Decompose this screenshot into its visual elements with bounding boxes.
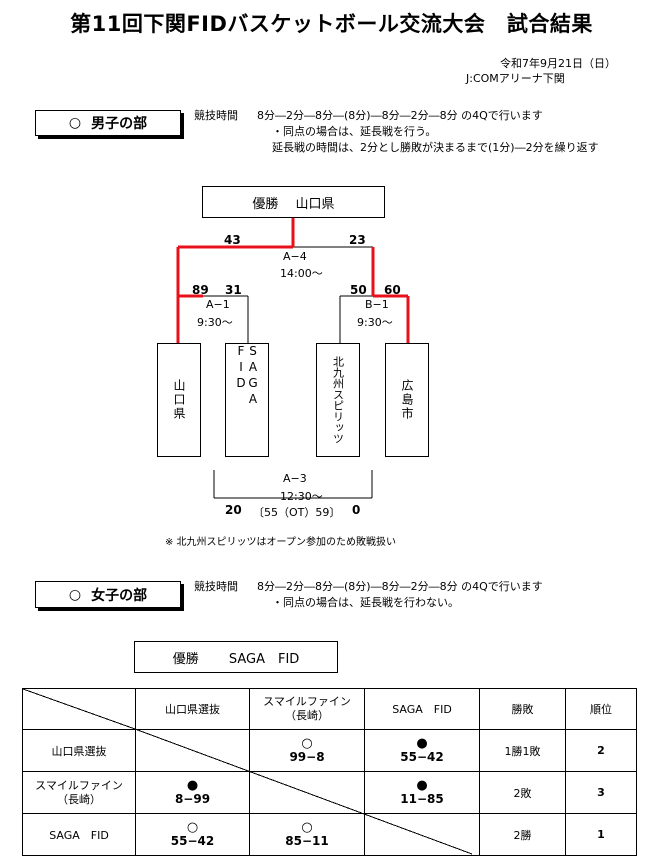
circle-icon: ○ [68,586,82,603]
third-ot-note: 〔55（OT）59〕 [253,506,341,519]
loss-mark: ● [416,777,428,793]
result-score: 55−42 [170,833,215,848]
event-date: 令和7年9月21日（日） [500,57,616,70]
team-name: 広島市 [400,379,414,421]
round-robin-table: 山口県選抜 スマイルファイン （長崎） SAGA FID 勝敗 順位 山口県選抜… [22,688,637,856]
women-section-title: 女子の部 [91,587,148,604]
team-box-yamaguchi: 山口県 [157,343,201,457]
women-champion-box: 優勝 SAGA FID [134,641,338,673]
result-cell: ○55−42 [135,813,250,856]
team-cell: 山口県選抜 [22,729,136,772]
result-score: 55−42 [400,749,444,764]
table-row: スマイルファイン （長崎） ●8−99 ●11−85 2敗 3 [22,771,637,814]
final-time: 14:00〜 [280,267,323,280]
header-cell: 山口県選抜 [135,688,250,730]
result-cell: ○85−11 [249,813,365,856]
team-name: 山口県 [172,379,186,421]
header-cell: スマイルファイン （長崎） [249,688,365,730]
header-cell: 勝敗 [479,688,566,730]
record-cell: 2勝 [479,813,566,856]
rank-cell: 3 [565,771,637,814]
third-right-score: 0 [352,503,361,517]
win-mark: ○ [186,819,199,835]
women-rules-line1: 8分―2分―8分―(8分)―8分―2分―8分 の4Qで行います [257,580,543,593]
team-name: SAGA FID [234,344,260,408]
men-rules-line3: 延長戦の時間は、2分とし勝敗が決まるまで(1分)―2分を繰り返す [272,141,599,154]
final-left-score: 43 [224,233,241,247]
third-time: 12:30〜 [280,490,323,503]
men-rules-line1: 8分―2分―8分―(8分)―8分―2分―8分 の4Qで行います [257,109,543,122]
result-cell: ●55−42 [364,729,480,772]
third-left-score: 20 [225,503,242,517]
semi-a-left-score: 89 [192,283,209,297]
result-score: 99−8 [289,749,325,764]
diagonal-cell [22,688,136,730]
semi-b-left-score: 50 [350,283,367,297]
men-section-label: ○ 男子の部 [35,110,181,136]
win-mark: ● [416,735,428,751]
final-right-score: 23 [349,233,366,247]
event-venue: J:COMアリーナ下関 [466,72,565,85]
women-section-label: ○ 女子の部 [35,581,181,608]
third-code: A−3 [283,472,307,485]
record-cell: 2敗 [479,771,566,814]
rank-cell: 1 [565,813,637,856]
men-rules-line2: ・同点の場合は、延長戦を行う。 [272,125,437,138]
team-name: 北九州スピリッツ [331,356,345,444]
result-score: 8−99 [174,791,211,806]
result-score: 11−85 [400,791,444,806]
win-mark: ○ [301,735,313,751]
diagonal-cell [364,813,480,856]
page-title: 第11回下関FIDバスケットボール交流大会 試合結果 [70,12,593,36]
result-cell: ●8−99 [135,771,250,814]
men-note: ※ 北九州スピリッツはオープン参加のため敗戦扱い [165,537,396,548]
semi-b-right-score: 60 [384,283,401,297]
team-box-hiroshima: 広島市 [385,343,429,457]
result-cell: ●11−85 [364,771,480,814]
table-row: SAGA FID ○55−42 ○85−11 2勝 1 [22,813,637,856]
team-cell: SAGA FID [22,813,136,856]
men-rules-label: 競技時間 [194,109,238,122]
semi-b-code: B−1 [365,298,389,311]
result-score: 85−11 [285,833,329,848]
semi-a-code: A−1 [206,298,230,311]
women-rules-line2: ・同点の場合は、延長戦を行わない。 [272,596,459,609]
table-header-row: 山口県選抜 スマイルファイン （長崎） SAGA FID 勝敗 順位 [22,688,637,730]
semi-b-time: 9:30〜 [357,316,393,329]
rank-cell: 2 [565,729,637,772]
win-mark: ○ [301,819,313,835]
semi-a-right-score: 31 [225,283,242,297]
semi-a-time: 9:30〜 [197,316,233,329]
men-champion-box: 優勝 山口県 [202,186,385,218]
team-box-saga-fid: SAGA FID [225,343,269,457]
circle-icon: ○ [68,115,82,131]
bracket-lines [176,218,410,499]
loss-mark: ● [186,777,199,793]
team-box-kitakyushu: 北九州スピリッツ [316,343,360,457]
women-rules-label: 競技時間 [194,580,238,593]
final-code: A−4 [283,250,307,263]
winner-path [176,218,410,343]
men-section-title: 男子の部 [91,116,148,132]
